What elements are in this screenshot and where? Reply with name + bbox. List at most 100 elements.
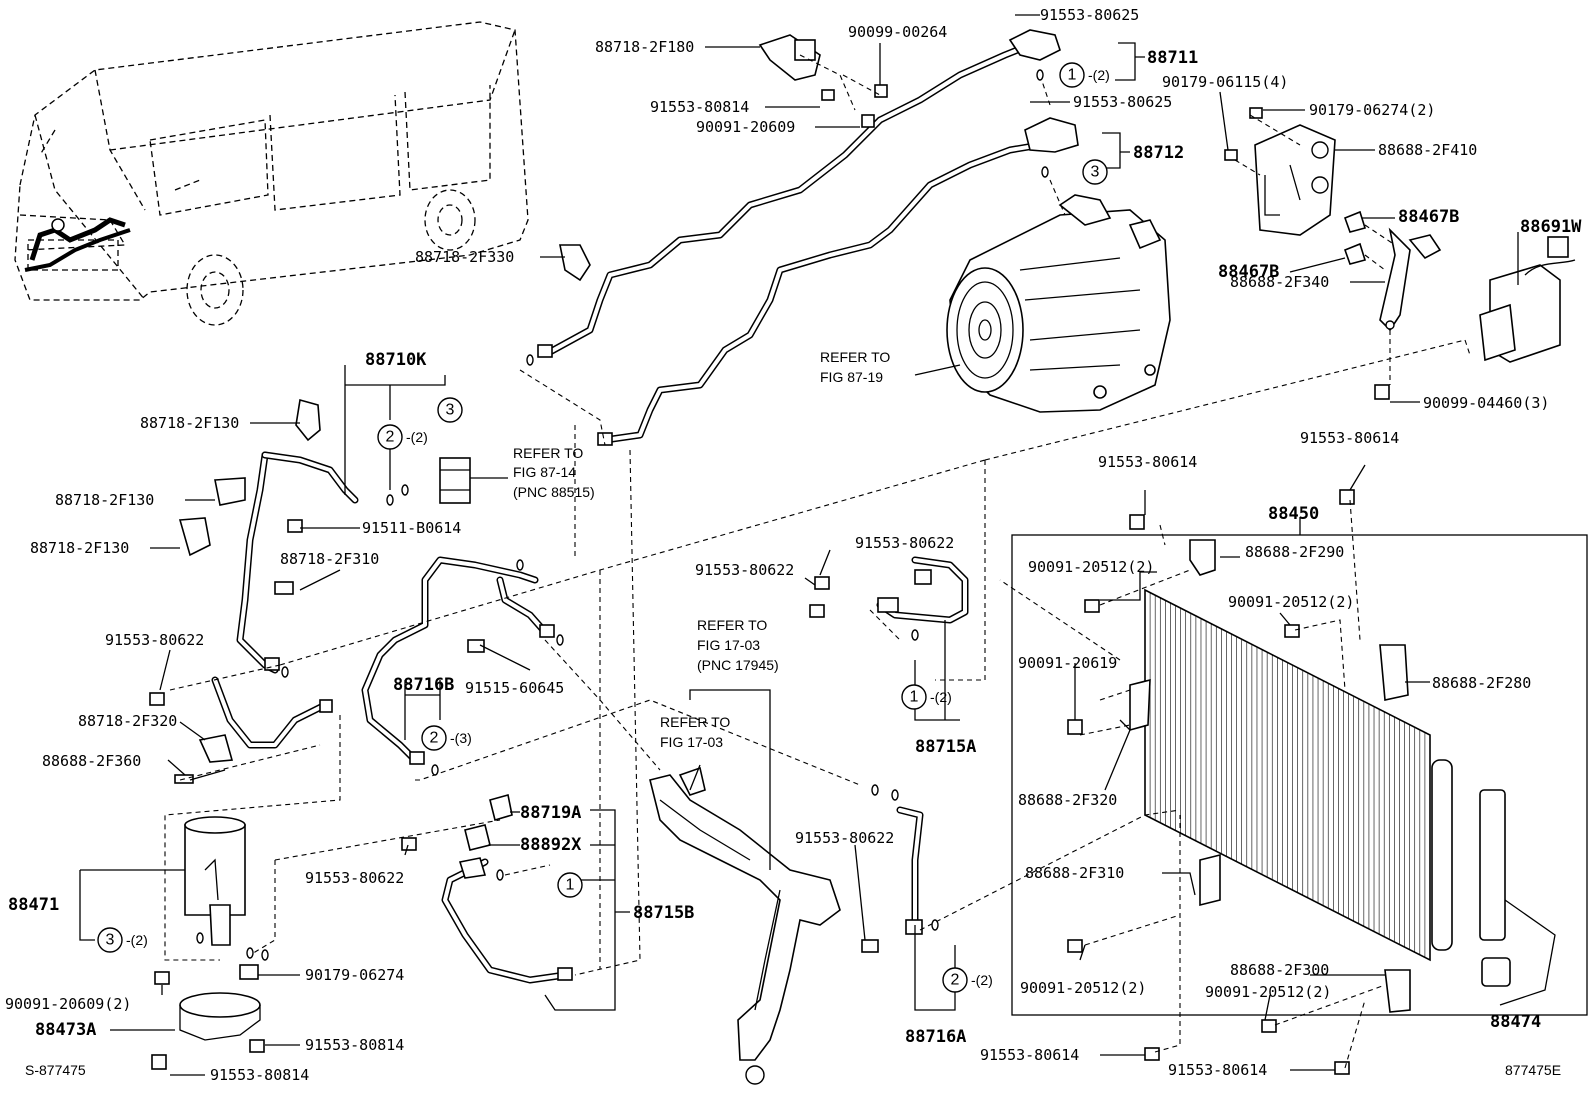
part-label: 88711 [1147, 48, 1198, 68]
part-label: 90099-04460(3) [1423, 394, 1549, 412]
part-label: 91553-80814 [305, 1036, 404, 1054]
pipe-88715A [809, 556, 969, 624]
footer-codes: S-877475 877475E [25, 1062, 1561, 1078]
part-label: 88688-2F300 [1230, 961, 1329, 979]
refer-note-line: REFER TO [513, 445, 583, 461]
part-label: 88712 [1133, 143, 1184, 163]
part-label: 88688-2F360 [42, 752, 141, 770]
part-label: 91553-80814 [650, 98, 749, 116]
part-label: 88688-2F410 [1378, 141, 1477, 159]
part-label: 90179-06274(2) [1309, 101, 1435, 119]
callout-qty: -(2) [126, 932, 148, 948]
part-label: 91553-80625 [1040, 6, 1139, 24]
part-label: 91553-80622 [855, 534, 954, 552]
van-illustration [14, 21, 529, 326]
refer-note-line: FIG 17-03 [697, 637, 760, 653]
callout-2-b: 2 [421, 725, 447, 751]
part-label: 90091-20512(2) [1228, 593, 1354, 611]
part-label: 88688-2F280 [1432, 674, 1531, 692]
part-label: 91553-80622 [795, 829, 894, 847]
part-label: 88710K [365, 350, 427, 370]
part-label: 91553-80622 [105, 631, 204, 649]
refer-note-line: FIG 87-19 [820, 369, 883, 385]
svg-text:1: 1 [1068, 67, 1077, 84]
receiver-88471 [151, 816, 265, 1070]
pipe-support-bracket [649, 766, 841, 1085]
callout-qty: -(2) [971, 972, 993, 988]
callout-qty: -(3) [450, 730, 472, 746]
part-label: 90099-00264 [848, 23, 947, 41]
part-label: 90091-20609 [696, 118, 795, 136]
part-label: 88718-2F130 [140, 414, 239, 432]
part-label: 88718-2F130 [55, 491, 154, 509]
refer-note-line: REFER TO [697, 617, 767, 633]
refer-note-line: (PNC 17945) [697, 657, 779, 673]
part-label: 88688-2F310 [1025, 864, 1124, 882]
part-label: 88892X [520, 835, 582, 855]
callout-qty: -(2) [406, 429, 428, 445]
part-label: 90091-20512(2) [1205, 983, 1331, 1001]
footer-left-code: S-877475 [25, 1062, 86, 1078]
part-label: 88719A [520, 803, 581, 823]
svg-text:1: 1 [910, 689, 919, 706]
refer-note-line: REFER TO [820, 349, 890, 365]
pipe-88715B [401, 793, 573, 984]
part-label: 88718-2F130 [30, 539, 129, 557]
part-label: 91553-80622 [305, 869, 404, 887]
part-label: 90091-20512(2) [1028, 558, 1154, 576]
part-label: 90179-06115(4) [1162, 73, 1288, 91]
svg-text:3: 3 [1091, 164, 1100, 181]
part-label: 88716B [393, 675, 454, 695]
svg-text:3: 3 [106, 932, 115, 949]
refer-note-line: FIG 17-03 [660, 734, 723, 750]
callout-2-c: 2 [942, 967, 968, 993]
callout-2-a: 2 [377, 424, 403, 450]
callout-1-c: 1 [557, 872, 583, 898]
part-label: 88473A [35, 1020, 96, 1040]
callout-qty: -(2) [930, 689, 952, 705]
svg-text:3: 3 [446, 402, 455, 419]
clips [149, 34, 888, 784]
part-label: 88715B [633, 903, 694, 923]
svg-text:2: 2 [951, 972, 960, 989]
part-label: 90179-06274 [305, 966, 404, 984]
refer-note-line: REFER TO [660, 714, 730, 730]
pipe-88716B [361, 556, 555, 765]
pressure-switch-bracket [1224, 107, 1576, 400]
part-label: 90091-20619 [1018, 654, 1117, 672]
part-label: 91553-80614 [1300, 429, 1399, 447]
part-label: 88688-2F320 [1018, 791, 1117, 809]
svg-text:2: 2 [386, 429, 395, 446]
refer-notes: REFER TO FIG 87-19 REFER TO FIG 87-14 (P… [470, 349, 890, 750]
part-label: 88467B [1398, 207, 1459, 227]
part-label: 88715A [915, 737, 976, 757]
part-label: 90091-20512(2) [1020, 979, 1146, 997]
part-label: 91511-B0614 [362, 519, 461, 537]
footer-right-code: 877475E [1505, 1062, 1561, 1078]
part-label: 88718-2F320 [78, 712, 177, 730]
part-label: 88471 [8, 895, 59, 915]
dashed-connectors [164, 54, 1471, 1069]
callout-1-b: 1 [901, 684, 927, 710]
part-label: 88474 [1490, 1012, 1541, 1032]
callout-1-a: 1 [1059, 62, 1085, 88]
part-labels: 88718-2F180 90099-00264 91553-80625 8871… [5, 6, 1582, 1084]
condenser-88450 [1011, 489, 1588, 1075]
o-ring-callouts: 1 -(2) 3 2 -(2) 3 2 -(3) 1 -(2) 1 3 -(2)… [97, 62, 1110, 993]
part-label: 91553-80622 [695, 561, 794, 579]
part-label: 91553-80614 [980, 1046, 1079, 1064]
part-label: 88467B [1218, 262, 1279, 282]
part-label: 88691W [1520, 217, 1582, 237]
pipe-88710K [211, 451, 471, 749]
suction-discharge-pipes [537, 29, 1079, 446]
compressor [946, 194, 1171, 413]
refer-note-line: (PNC 88515) [513, 484, 595, 500]
callout-3-b: 3 [437, 397, 463, 423]
svg-text:1: 1 [566, 877, 575, 894]
refer-note-line: FIG 87-14 [513, 464, 576, 480]
part-label: 91553-80614 [1168, 1061, 1267, 1079]
o-rings [196, 69, 1049, 961]
part-label: 88688-2F340 [1230, 273, 1329, 291]
callout-3-a: 3 [1082, 159, 1108, 185]
